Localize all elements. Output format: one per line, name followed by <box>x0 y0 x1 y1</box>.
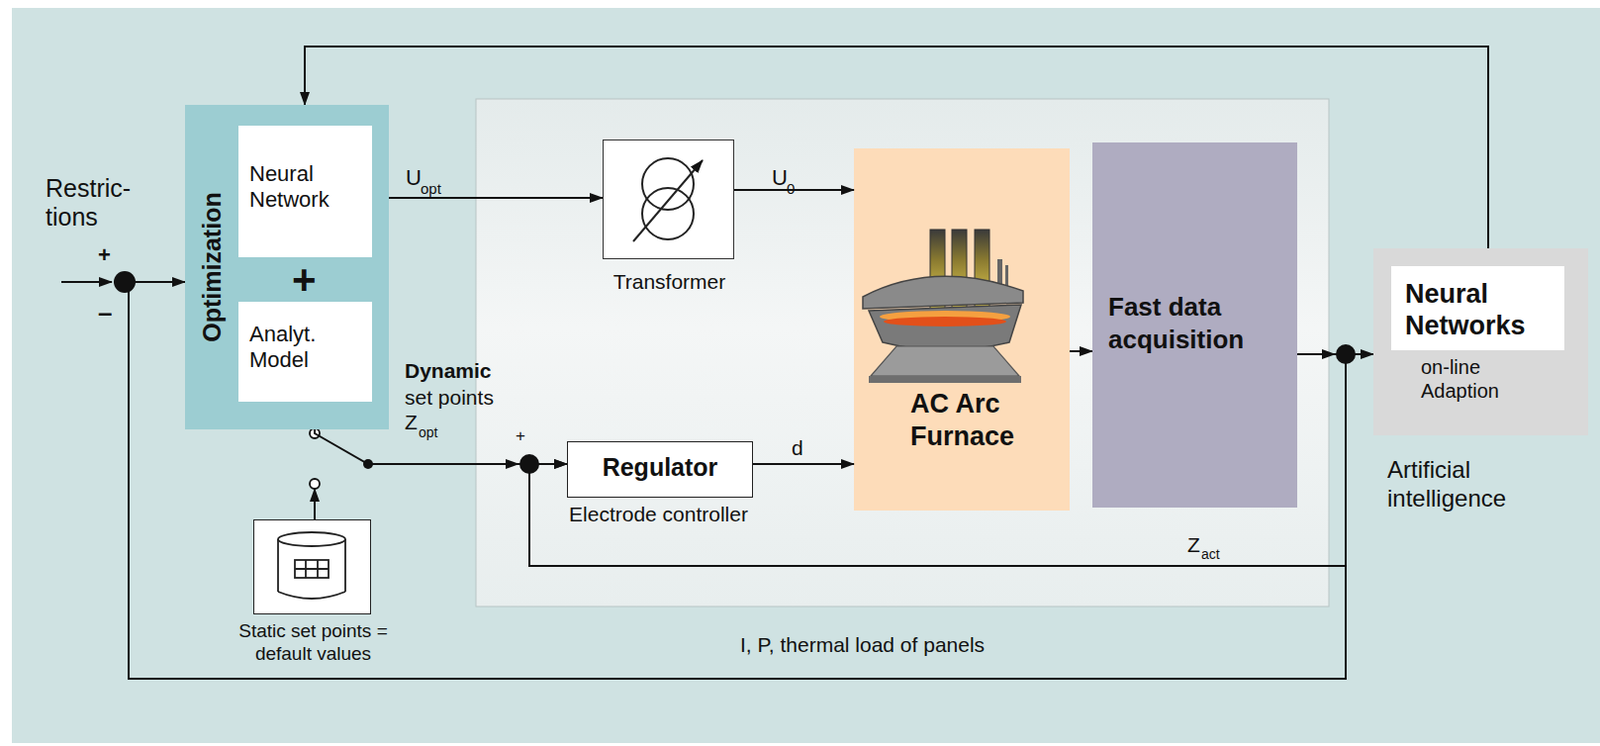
signal-note: Dynamic <box>404 359 492 383</box>
signal-subscript: opt <box>420 180 442 197</box>
signal-connector <box>752 463 854 466</box>
signal-connector <box>1069 350 1093 353</box>
signal-connector <box>372 196 603 199</box>
node-text: Neural Networks <box>1405 278 1554 343</box>
signal-name: U <box>771 165 788 190</box>
database-box: Static set points = default values <box>253 519 372 615</box>
database-symbol <box>278 532 346 599</box>
node-text: Regulator <box>567 442 753 492</box>
signal-name: Z <box>404 410 418 435</box>
acquisition-panel: Fast data acquisition <box>1092 142 1298 508</box>
sign-label: – <box>97 298 112 329</box>
signal-subscript: act <box>1201 546 1221 563</box>
process-box: Neural Network <box>238 125 373 258</box>
signal-name: U <box>405 165 422 190</box>
regulator-box: RegulatorElectrode controller <box>566 441 753 498</box>
signal-subscript: opt <box>418 424 438 441</box>
process-box: Neural Networks <box>1391 266 1565 351</box>
node-text: Artificial intelligence <box>1387 456 1561 514</box>
node-text: Optimization <box>195 191 226 342</box>
node-text: Analyt. Model <box>249 321 364 375</box>
furnace-panel: AC Arc Furnace <box>853 148 1070 511</box>
signal-connector <box>304 46 1489 249</box>
node-text: Electrode controller <box>523 501 794 527</box>
signal-name: Z <box>1187 533 1201 558</box>
combine-symbol: + <box>291 259 317 301</box>
node-text: on-line Adaption <box>1420 355 1550 403</box>
optimization-panel: Neural NetworkAnalyt. Model Optimization <box>185 104 389 430</box>
node-text: Neural Network <box>249 161 364 214</box>
signal-note: set points <box>404 385 494 410</box>
furnace-panel-fill <box>853 148 1070 511</box>
arc-furnace-illustration <box>862 229 1024 383</box>
process-box: Analyt. Model <box>238 301 373 402</box>
input-label: Restric- tions <box>45 174 131 232</box>
sign-label: + <box>97 242 111 268</box>
database-fill <box>253 519 372 615</box>
node-text: Transformer <box>578 269 760 294</box>
signal-note: I, P, thermal load of panels <box>740 633 985 658</box>
ai-panel: Neural Networkson-line AdaptionArtificia… <box>1373 248 1589 436</box>
process-region <box>475 98 1329 607</box>
transformer-fill <box>602 139 735 260</box>
node-text: Fast data acquisition <box>1108 290 1292 356</box>
node-text: Static set points = default values <box>226 620 400 666</box>
transformer-symbol <box>633 158 703 242</box>
node-text: AC Arc Furnace <box>910 387 1015 454</box>
transformer-box: Transformer <box>602 139 735 260</box>
sign-label: + <box>515 426 526 447</box>
signal-subscript: 0 <box>786 180 795 197</box>
signal-name: d <box>789 436 806 461</box>
